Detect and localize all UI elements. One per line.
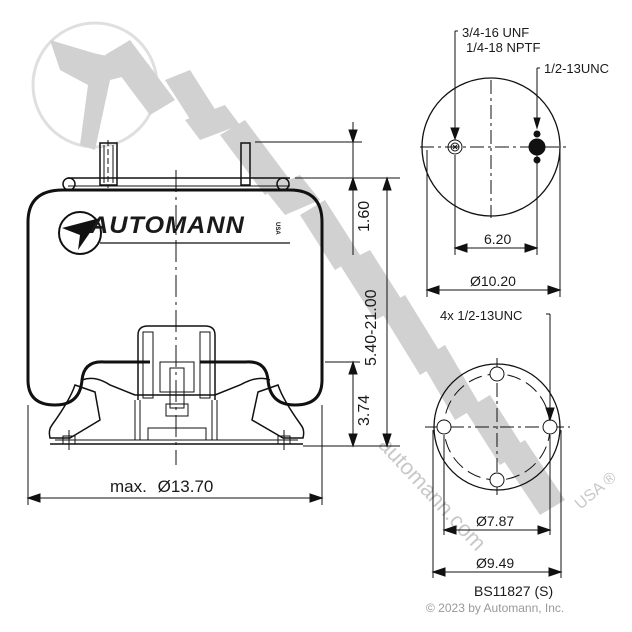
brand-logo-suffix: USA — [274, 222, 280, 235]
dim-top-diameter-value: 10.20 — [480, 273, 516, 289]
dim-max-diameter: max. Ø13.70 — [110, 478, 213, 495]
callout-bolts: 4x 1/2-13UNC — [440, 308, 523, 323]
brand-logo — [58, 211, 290, 255]
callout-inlet: 3/4-16 UNF — [462, 25, 530, 40]
copyright: © 2023 by Automann, Inc. — [426, 601, 565, 615]
diameter-symbol: Ø — [157, 477, 171, 496]
left-stud — [99, 140, 118, 188]
brand-logo-text: AUTOMANN — [90, 212, 245, 239]
dim-outer-diameter: Ø9.49 — [476, 556, 514, 570]
part-number: BS11827 (S) — [474, 583, 554, 599]
dim-max-label: max. — [110, 477, 147, 496]
dim-bolt-circle: Ø7.87 — [476, 514, 514, 528]
callout-stud-thread: 1/2-13UNC — [544, 61, 610, 76]
dim-top-diameter: Ø10.20 — [470, 274, 516, 288]
diameter-symbol: Ø — [470, 273, 481, 289]
diameter-symbol: Ø — [476, 555, 487, 571]
right-stud — [240, 142, 251, 186]
callout-inlet-nptf: 1/4-18 NPTF — [466, 40, 541, 55]
dim-stud-spacing: 6.20 — [484, 231, 512, 247]
dim-bolt-circle-value: 7.87 — [486, 513, 515, 529]
dim-max-value: 13.70 — [170, 477, 214, 496]
dim-outer-diameter-value: 9.49 — [486, 555, 515, 571]
dim-stud-height: 1.60 — [356, 200, 373, 232]
dim-height-range: 5.40-21.00 — [363, 289, 380, 366]
dim-piston-height: 3.74 — [356, 394, 373, 426]
diameter-symbol: Ø — [476, 513, 487, 529]
